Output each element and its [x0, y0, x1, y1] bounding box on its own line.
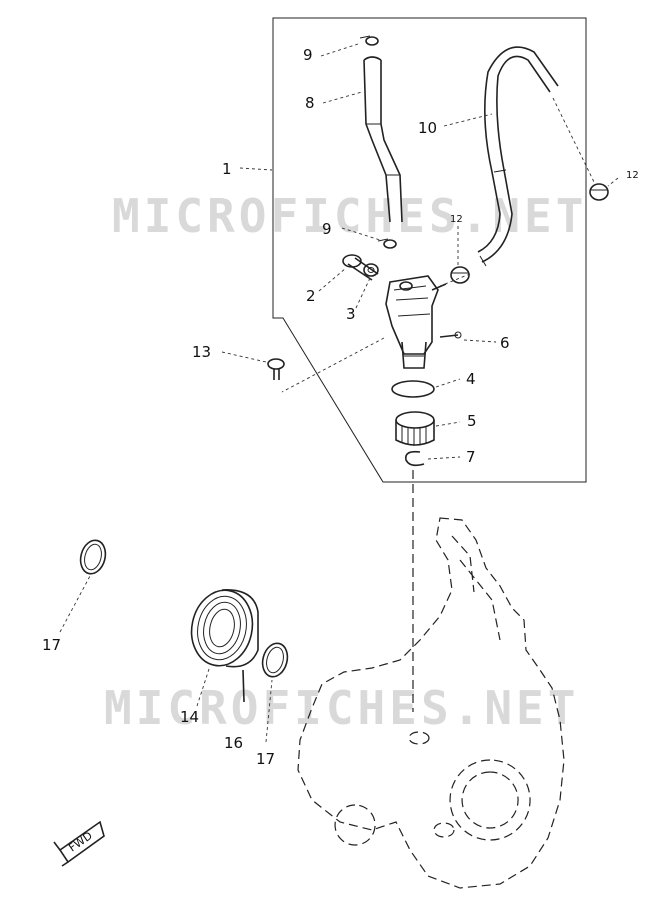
gear-5: [395, 411, 435, 446]
watermark-top: MICROFICHES.NET: [112, 189, 587, 243]
pin-16: [242, 669, 245, 703]
callout-8: 8: [305, 94, 315, 112]
clip-9-upper: [359, 35, 379, 46]
leader-lines: [59, 43, 619, 743]
oil-pump-body: [385, 275, 447, 369]
callout-2: 2: [306, 287, 316, 305]
washer-3: [363, 263, 379, 277]
fwd-arrow: FWD: [53, 820, 105, 867]
clip-9-lower: [377, 238, 397, 249]
callout-16: 16: [224, 734, 243, 752]
circlip-7: [404, 450, 425, 467]
o-ring-4: [391, 380, 435, 398]
callout-17-left: 17: [42, 636, 61, 654]
pulley-14: [190, 589, 259, 668]
callout-5: 5: [467, 412, 477, 430]
pin-6: [439, 331, 462, 339]
hose-8: [363, 56, 403, 223]
callout-3: 3: [346, 305, 356, 323]
callout-6: 6: [500, 334, 510, 352]
cap-12-right: [589, 183, 609, 201]
callout-7: 7: [466, 448, 476, 466]
callout-13: 13: [192, 343, 211, 361]
callout-10: 10: [418, 119, 437, 137]
crankcase-cover: [297, 517, 565, 889]
assembly-outline: [272, 17, 587, 483]
callout-9-upper: 9: [303, 46, 313, 64]
callout-12-pump: 12: [450, 214, 463, 225]
callout-4: 4: [466, 370, 476, 388]
seal-17-left: [79, 539, 107, 575]
seal-17-right: [261, 642, 289, 678]
callout-labels: 9 8 10 1 12 9 12 2 3 6 13 4 5 7 17 14 16…: [42, 46, 639, 768]
callout-17-right: 17: [256, 750, 275, 768]
fwd-label: FWD: [66, 829, 94, 854]
screw-13: [267, 358, 285, 380]
callout-1: 1: [222, 160, 232, 178]
watermark-bottom: MICROFICHES.NET: [104, 681, 579, 735]
callout-14: 14: [180, 708, 199, 726]
cap-12-pump: [450, 266, 470, 284]
callout-12-right: 12: [626, 170, 639, 181]
callout-9-lower: 9: [322, 220, 332, 238]
